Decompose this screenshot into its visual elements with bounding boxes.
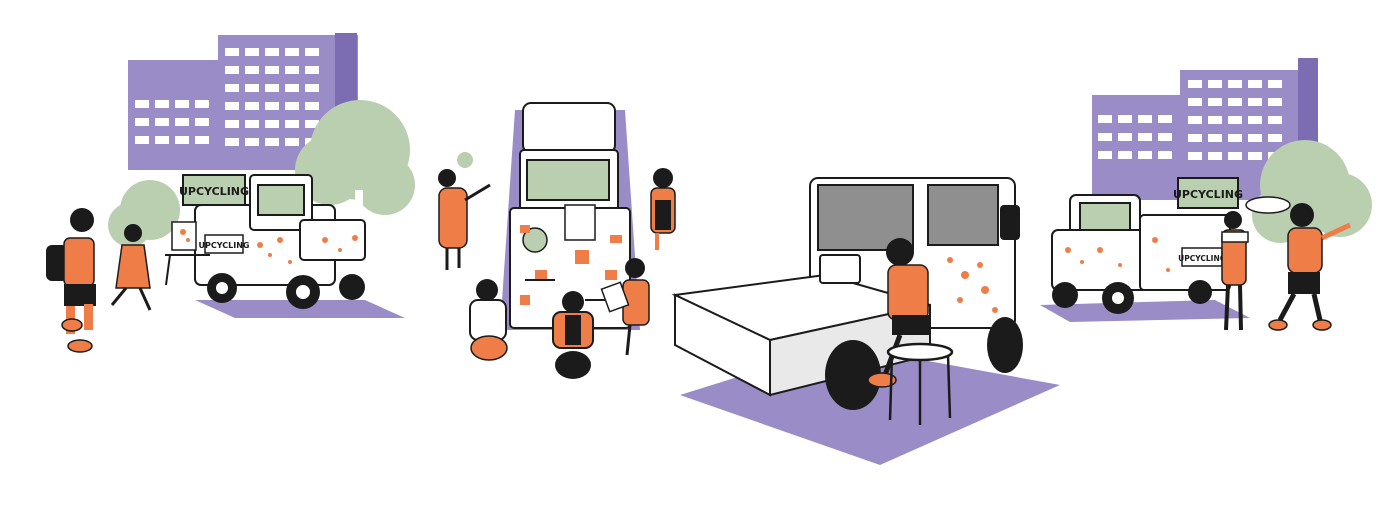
ground-shadow <box>1040 300 1250 322</box>
child-backpack-center <box>552 291 594 379</box>
scene-arrival: UPCYCLING UPCYCLING <box>0 0 430 508</box>
stool <box>886 342 954 425</box>
upcycling-truck: UPCYCLING <box>194 174 366 309</box>
boy-seated-crafting <box>867 238 930 388</box>
scene-crafting-illustration <box>671 177 1060 465</box>
truck-sign-text: UPCYCLING <box>1178 254 1226 263</box>
boy-running <box>46 208 96 353</box>
child-holding-board <box>600 258 650 356</box>
display-stand <box>165 221 210 286</box>
toolbox-icon <box>819 254 861 284</box>
upcycling-truck: UPCYCLING UPCYCLING <box>1051 177 1243 314</box>
wheel-icon <box>987 317 1023 373</box>
board-sign-text: UPCYCLING <box>1173 188 1243 201</box>
truck-flatbed <box>671 254 931 397</box>
girl-running <box>110 224 152 311</box>
upcycling-board: UPCYCLING <box>179 174 249 206</box>
backpack-icon <box>46 245 68 281</box>
truck-top-view <box>509 102 631 329</box>
child-apron-right <box>650 168 676 250</box>
wheel-icon <box>825 340 881 410</box>
girl-holding-craft <box>1221 211 1249 331</box>
woman-talking <box>438 152 491 270</box>
scene-crafting <box>660 0 1060 508</box>
scene-workshop-illustration <box>438 102 676 379</box>
tree-left <box>108 180 180 247</box>
scene-showing-results: UPCYCLING UPCYCLING <box>1040 0 1400 508</box>
scene-workshop-overhead <box>425 0 695 508</box>
board-sign-text: UPCYCLING <box>179 185 249 198</box>
boy-cheering <box>1245 196 1352 331</box>
child-backpack-left <box>469 279 508 361</box>
apartment-building <box>128 33 358 170</box>
speech-bubble-icon <box>457 152 473 168</box>
truck-sign-text: UPCYCLING <box>199 241 250 250</box>
scene-results-illustration: UPCYCLING UPCYCLING <box>1040 58 1372 331</box>
scene-arrival-illustration: UPCYCLING UPCYCLING <box>46 33 415 353</box>
craft-car-icon <box>1245 196 1291 214</box>
ground-shadow <box>195 300 405 318</box>
